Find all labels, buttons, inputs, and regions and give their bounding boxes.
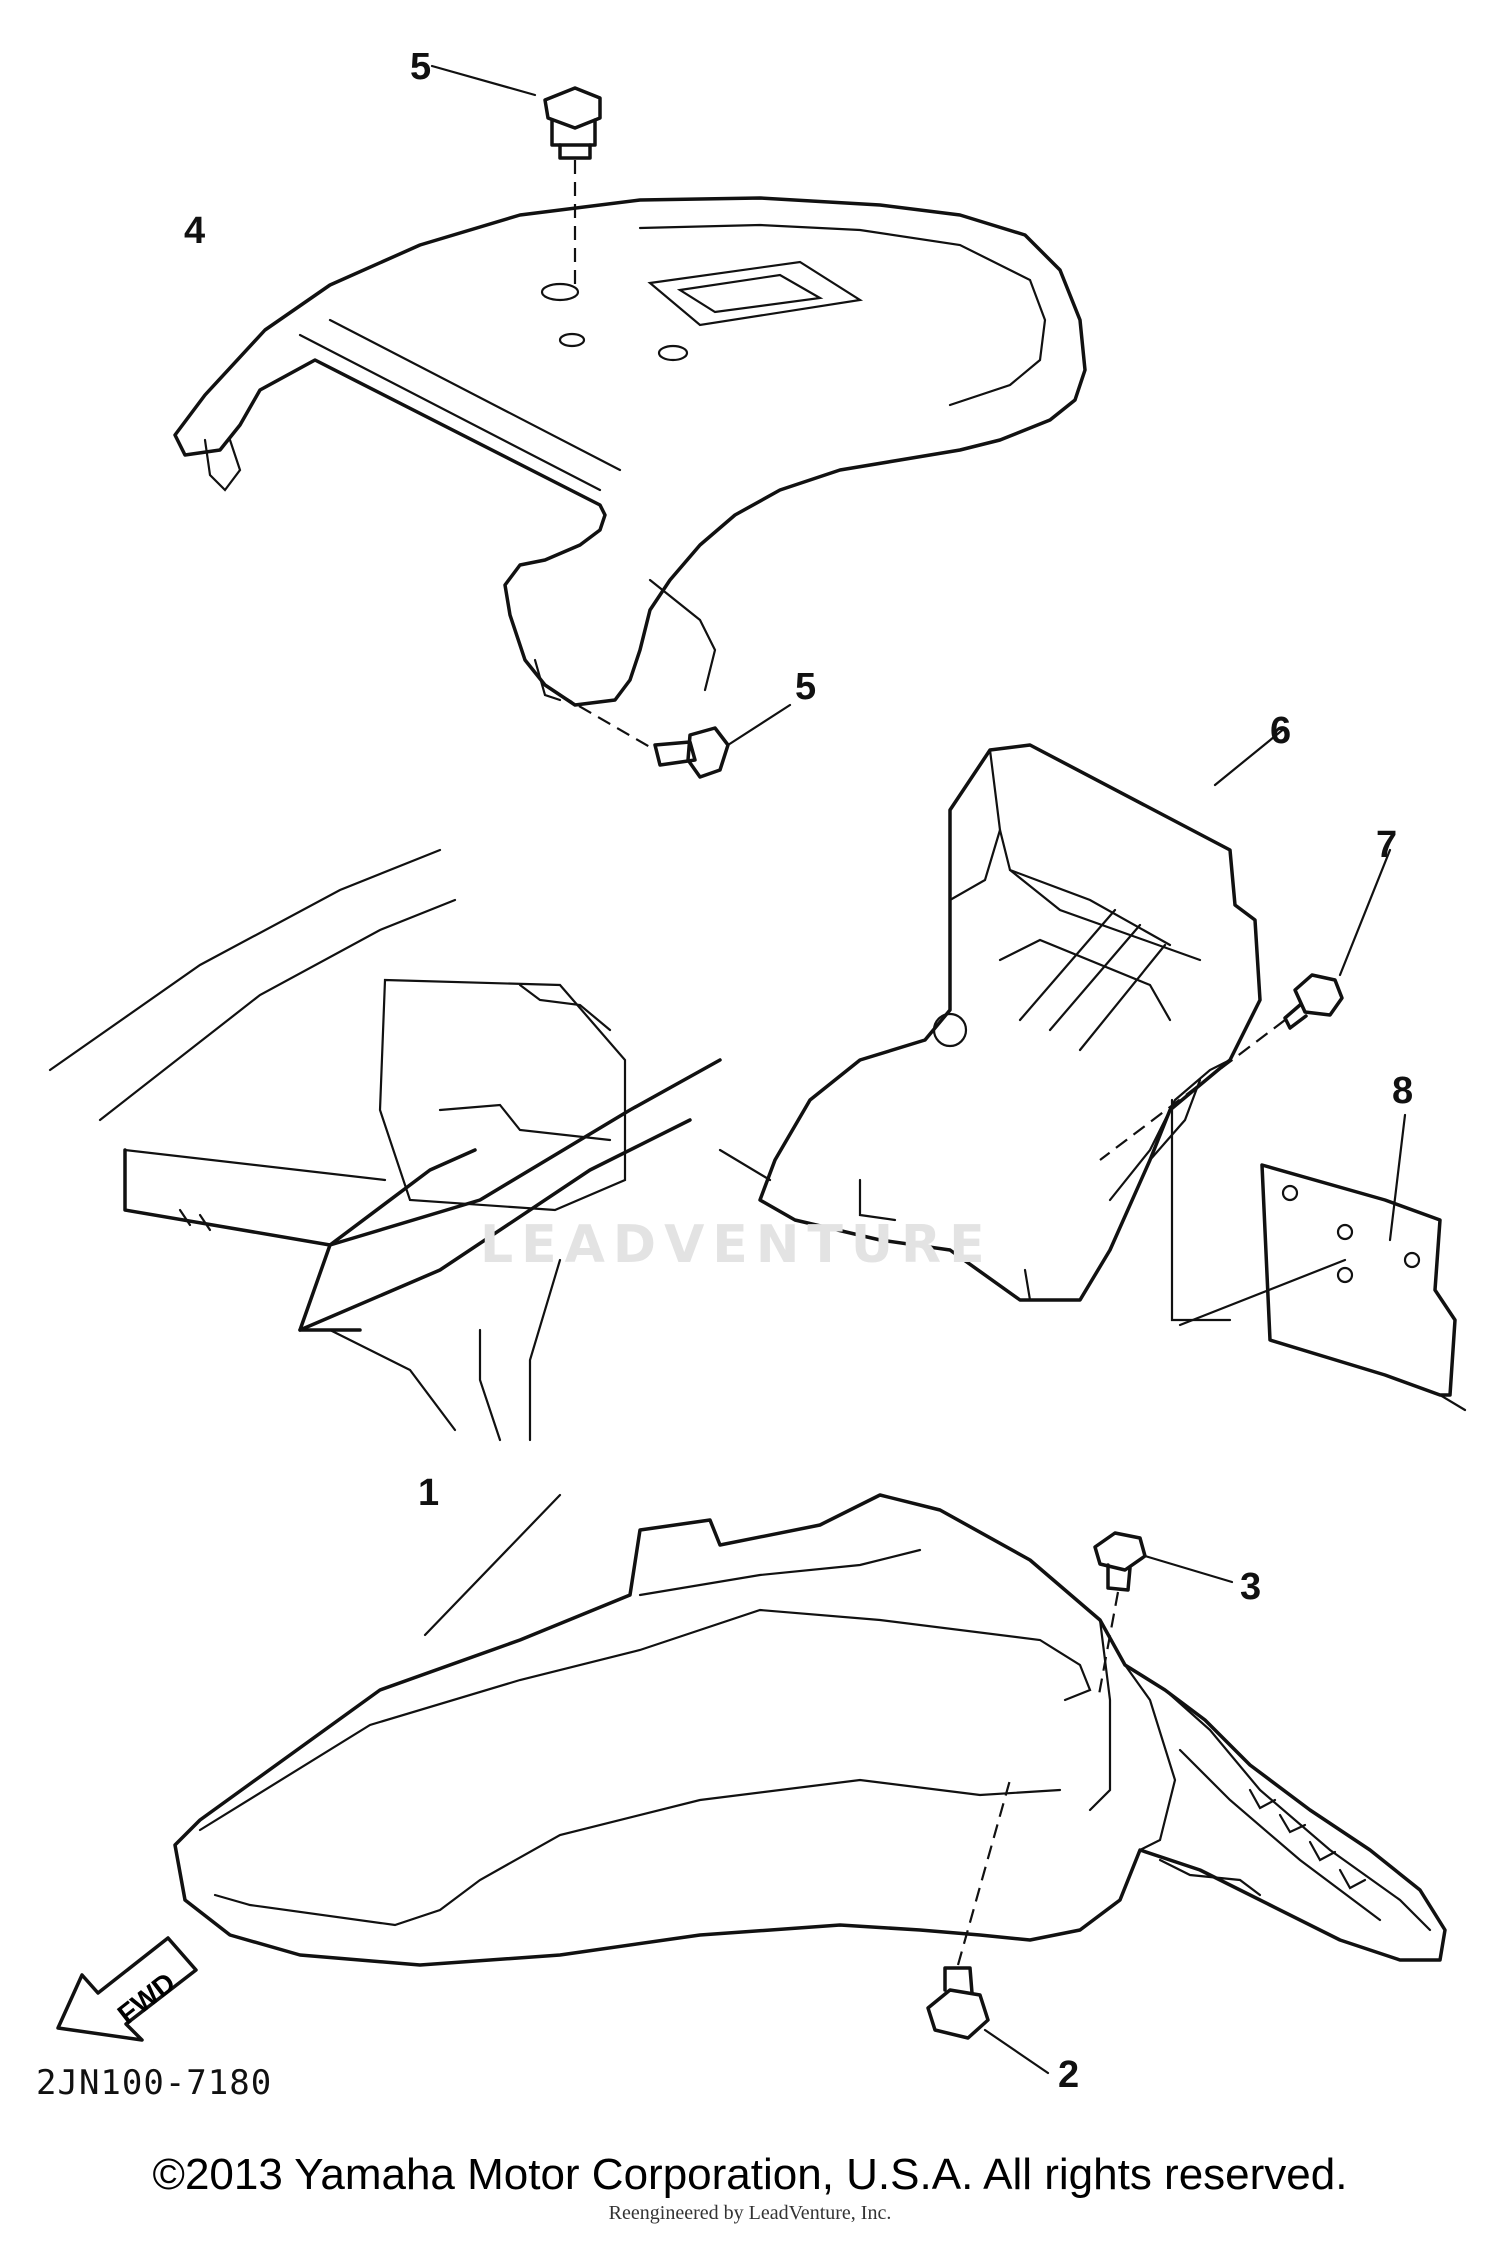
copyright-notice: ©2013 Yamaha Motor Corporation, U.S.A. A…	[152, 2150, 1348, 2199]
callout-5-top: 5	[410, 46, 432, 88]
watermark: LEADVENTURE	[480, 1215, 993, 1275]
callout-1: 1	[418, 1472, 440, 1514]
part-4-rear-fender-top	[173, 196, 1087, 707]
callout-4: 4	[184, 210, 206, 252]
part-2-nut	[926, 1779, 1050, 2075]
frame-background	[48, 848, 772, 1442]
callout-2: 2	[1058, 2054, 1080, 2096]
sub-credit: Reengineered by LeadVenture, Inc.	[608, 2202, 892, 2224]
diagram-code: 2JN100-7180	[36, 2063, 273, 2103]
callout-7: 7	[1376, 824, 1398, 866]
callout-6: 6	[1270, 710, 1292, 752]
part-7-screw	[1099, 848, 1392, 1161]
part-5-bolt-top	[430, 64, 602, 290]
part-5-bolt-side	[559, 694, 792, 779]
callout-8: 8	[1392, 1070, 1414, 1112]
part-8-plate	[1170, 1098, 1467, 1412]
fwd-arrow: FWD	[56, 1936, 198, 2042]
callout-3: 3	[1240, 1566, 1262, 1608]
part-1-rear-fender	[173, 1493, 1447, 1967]
part-6-inner-fender	[758, 726, 1287, 1302]
callout-5-side: 5	[795, 666, 817, 708]
part-3-rivet	[1093, 1531, 1234, 1701]
